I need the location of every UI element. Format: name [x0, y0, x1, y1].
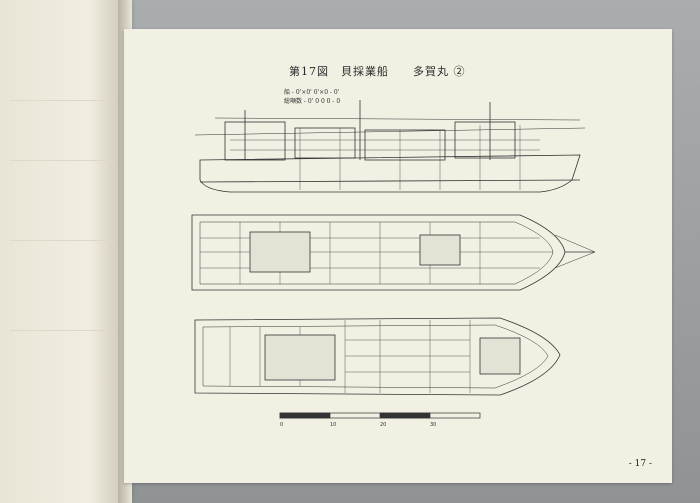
hold-inner-outline	[202, 324, 549, 389]
faint-line	[10, 100, 115, 101]
hull-side	[199, 154, 581, 193]
engine-room	[264, 334, 336, 381]
hold-section	[364, 129, 446, 161]
fore-compartment	[479, 337, 521, 375]
faint-line	[10, 330, 115, 331]
figure-title: 第17図 貝採業船 多賀丸 ②	[289, 65, 466, 78]
side-elevation	[194, 100, 586, 193]
deckhouse-plan	[249, 231, 311, 273]
specs-line-1: 船 - 0'×0' 0'×0 - 0'	[284, 89, 340, 96]
stay	[554, 251, 596, 269]
scale-label: 0	[280, 422, 283, 428]
specs-line-2: 総噸数 - 0' 0 0 0 - 0	[284, 98, 341, 105]
scale-bar	[279, 412, 481, 419]
faint-line	[10, 160, 115, 161]
rigging-line	[214, 117, 581, 121]
stay	[554, 234, 596, 253]
hatch	[419, 234, 461, 266]
faint-line	[10, 240, 115, 241]
scale-label: 10	[330, 422, 336, 428]
hold-plan	[194, 317, 561, 396]
left-page	[0, 0, 128, 503]
scale-bar-segment	[379, 412, 431, 419]
deck-outline	[191, 214, 566, 291]
scale-label: 30	[430, 422, 436, 428]
rigging-line	[194, 127, 586, 136]
scale-bar-segment	[279, 412, 331, 419]
page-number: - 17 -	[628, 459, 652, 469]
deck-plan	[191, 214, 596, 291]
aft-deckhouse	[224, 121, 286, 161]
mid-deckhouse	[294, 127, 356, 159]
scale-label: 20	[380, 422, 386, 428]
waterline	[199, 179, 581, 183]
